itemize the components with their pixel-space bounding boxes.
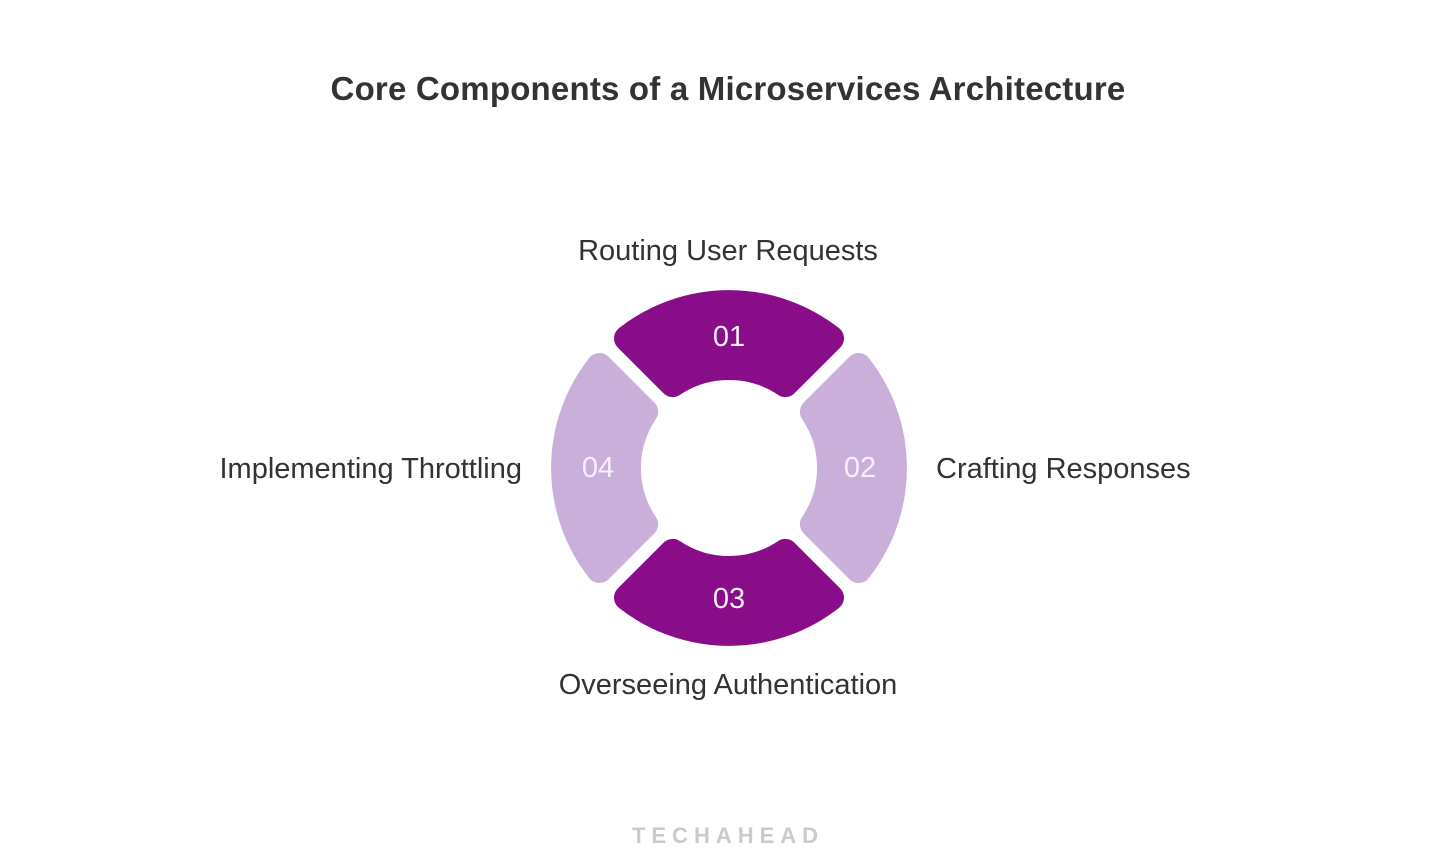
segment-03-number: 03 <box>713 583 745 615</box>
segment-04-label: Implementing Throttling <box>219 453 522 485</box>
segment-03 <box>614 538 844 646</box>
techahead-watermark-logo: TECHAHEAD <box>631 823 825 848</box>
segment-04-shape <box>551 353 659 583</box>
segment-02-shape <box>799 353 907 583</box>
segment-01-shape <box>614 290 844 398</box>
donut-diagram: 01 02 03 04 <box>551 290 907 646</box>
segment-03-shape <box>614 538 844 646</box>
segment-04-number: 04 <box>582 452 614 484</box>
segment-04 <box>551 353 659 583</box>
segment-03-label: Overseeing Authentication <box>558 669 898 701</box>
page-title: Core Components of a Microservices Archi… <box>330 70 1126 107</box>
segment-01-number: 01 <box>713 321 745 353</box>
segment-02 <box>799 353 907 583</box>
segment-01 <box>614 290 844 398</box>
segment-02-label: Crafting Responses <box>936 453 1191 485</box>
segment-01-label: Routing User Requests <box>578 235 878 267</box>
segment-02-number: 02 <box>844 452 876 484</box>
